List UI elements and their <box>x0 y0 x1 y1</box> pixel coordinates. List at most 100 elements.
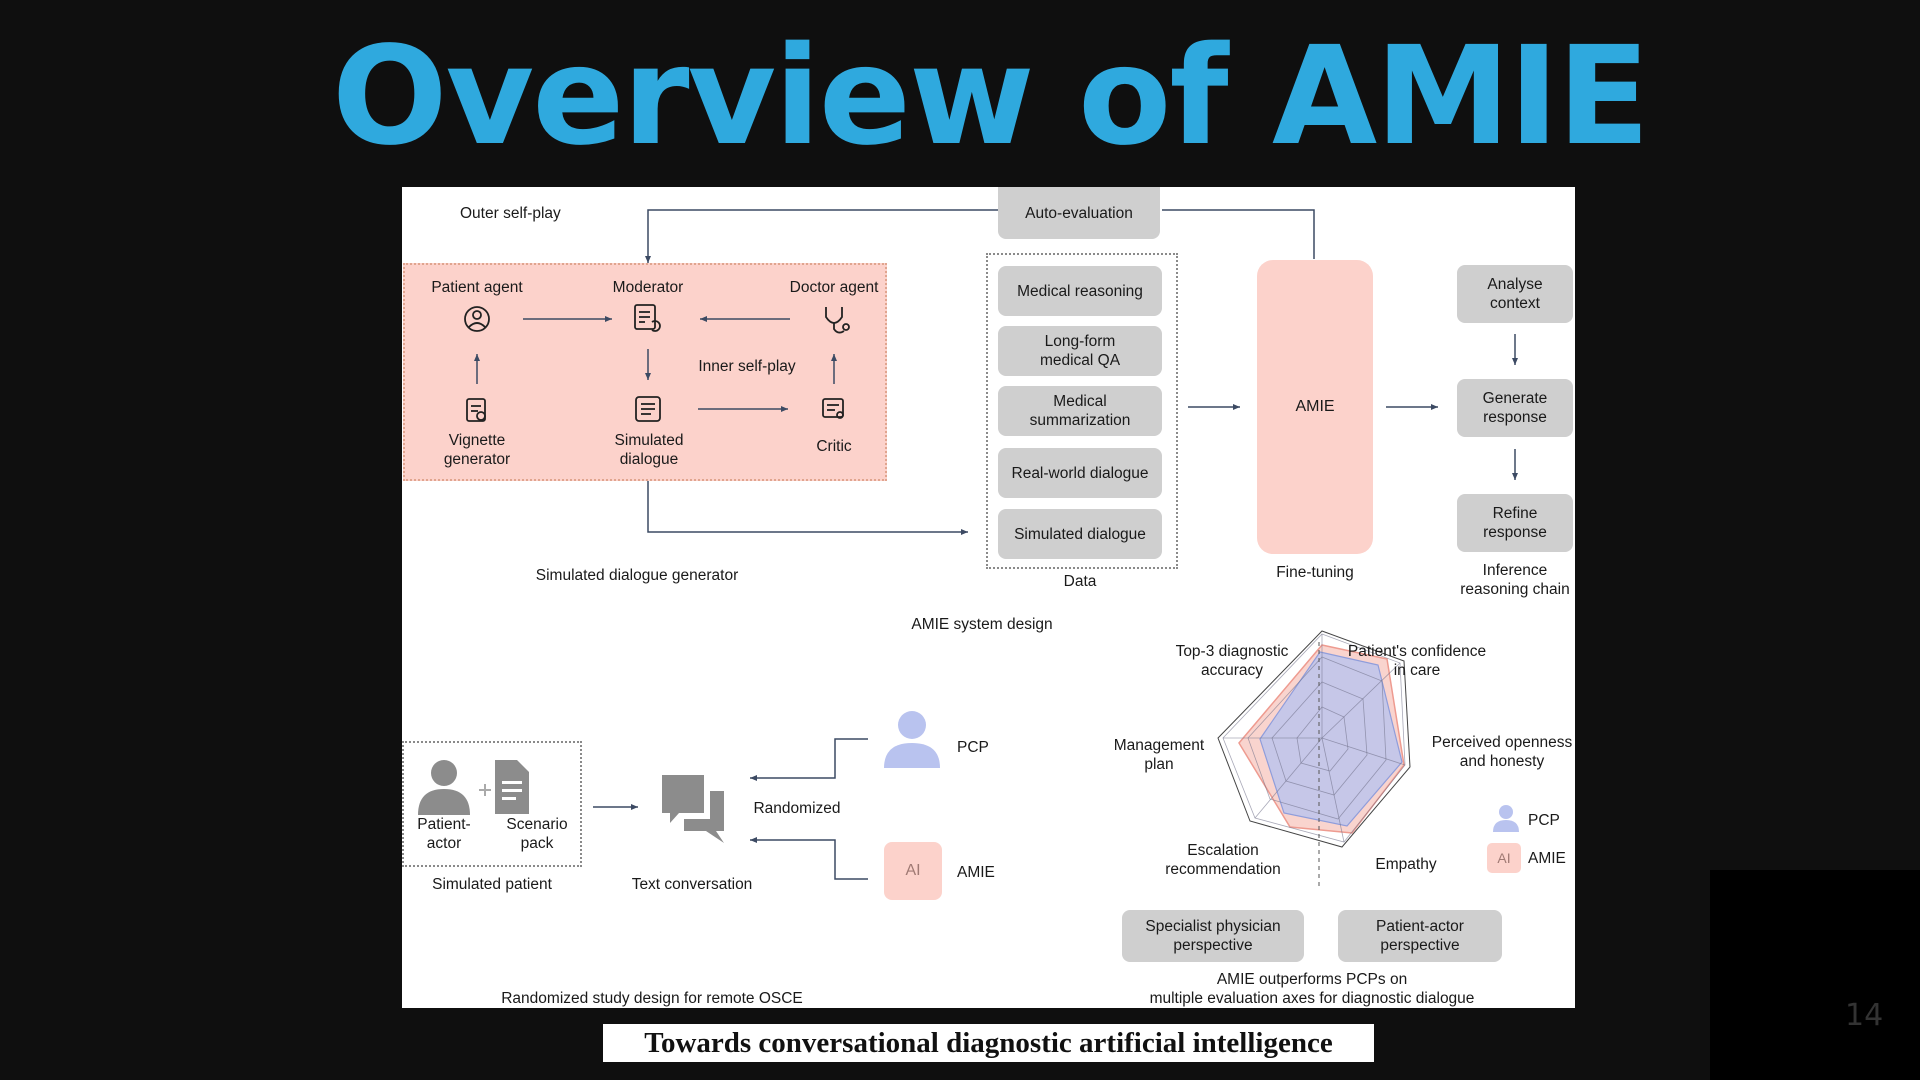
vignette-generator-icon <box>466 398 486 422</box>
data-item-medical-reasoning: Medical reasoning <box>998 266 1162 316</box>
simulated-dialogue-generator-label: Simulated dialogue generator <box>535 567 739 584</box>
legend-amie-label: AMIE <box>1528 850 1566 867</box>
simulated-line1: Simulated <box>614 432 684 449</box>
specialist-perspective-box: Specialist physician perspective <box>1122 910 1304 962</box>
vignette-line2: generator <box>443 451 511 468</box>
legend-ai-label: AI <box>1497 850 1511 866</box>
radar-footer-line2: multiple evaluation axes for diagnostic … <box>1149 990 1475 1007</box>
scenario-pack-icon <box>495 760 529 814</box>
radar-chart <box>1217 630 1411 887</box>
randomized-label: Randomized <box>753 800 841 817</box>
inference-label: response <box>1483 524 1547 541</box>
vignette-line1: Vignette <box>448 432 506 449</box>
radar-footer-line1: AMIE outperforms PCPs on <box>1216 971 1408 988</box>
axis-line2: and honesty <box>1459 753 1545 770</box>
axis-line1: Escalation <box>1187 842 1259 859</box>
amie-ai-badge: AI <box>884 842 942 900</box>
radar-axis-perceived-openness: Perceived openness and honesty <box>1427 733 1575 771</box>
axis-line1: Top-3 diagnostic <box>1175 643 1289 660</box>
patient-agent-icon <box>464 306 490 332</box>
amie-model-block: AMIE <box>1257 260 1373 554</box>
amie-label: AMIE <box>957 864 995 881</box>
stethoscope-icon <box>825 307 850 334</box>
data-item-label: Long-form <box>1044 333 1116 350</box>
axis-line2: in care <box>1393 662 1441 679</box>
scenario-line1: Scenario <box>506 816 568 833</box>
pcp-label: PCP <box>957 739 989 756</box>
specialist-line1: Specialist physician <box>1145 918 1281 935</box>
ai-badge-label: AI <box>905 862 921 879</box>
axis-line2: accuracy <box>1200 662 1264 679</box>
simulated-dialogue-label: Simulated dialogue <box>589 431 709 469</box>
amie-model-label: AMIE <box>1295 398 1335 415</box>
patient-actor-perspective-line1: Patient-actor <box>1376 918 1464 935</box>
corner-panel <box>1710 870 1920 1080</box>
inference-label: Analyse <box>1487 276 1543 293</box>
legend-amie-badge: AI <box>1487 843 1521 873</box>
inference-refine-response: Refine response <box>1457 494 1573 552</box>
radar-axis-escalation: Escalation recommendation <box>1148 841 1298 879</box>
simulated-patient-region <box>402 741 582 867</box>
axis-line1: Patient's confidence <box>1347 643 1487 660</box>
fine-tuning-label: Fine-tuning <box>1276 564 1354 581</box>
text-conversation-label: Text conversation <box>631 876 753 893</box>
inner-self-play-label: Inner self-play <box>698 358 796 375</box>
simulated-patient-label: Simulated patient <box>432 876 552 893</box>
specialist-line2: perspective <box>1173 937 1253 954</box>
patient-agent-label: Patient agent <box>431 279 523 296</box>
inference-analyse-context: Analyse context <box>1457 265 1573 323</box>
inference-chain-line1: Inference <box>1482 562 1548 579</box>
slide-title: Overview of AMIE <box>331 18 1650 176</box>
radar-axis-top3-accuracy: Top-3 diagnostic accuracy <box>1152 642 1312 680</box>
data-item-label: Medical <box>1053 393 1107 410</box>
patient-actor-label: Patient- actor <box>404 815 484 853</box>
vignette-generator-label: Vignette generator <box>417 431 537 469</box>
scenario-pack-label: Scenario pack <box>497 815 577 853</box>
radar-axis-management-plan: Management plan <box>1104 736 1214 774</box>
data-label: Data <box>1063 573 1097 590</box>
radar-axis-patient-confidence: Patient's confidence in care <box>1327 642 1507 680</box>
slide-caption: Towards conversational diagnostic artifi… <box>603 1024 1374 1062</box>
chat-bubbles-icon <box>662 775 724 843</box>
pcp-person-icon <box>884 711 940 768</box>
connector-lines <box>418 209 1519 887</box>
inference-label: Generate <box>1482 390 1548 407</box>
auto-evaluation-label: Auto-evaluation <box>1025 204 1133 222</box>
inference-label: response <box>1483 409 1547 426</box>
auto-evaluation-box: Auto-evaluation <box>998 187 1160 239</box>
inference-generate-response: Generate response <box>1457 379 1573 437</box>
legend-pcp-icon <box>1493 805 1519 832</box>
simulated-dialogue-icon <box>635 396 661 422</box>
data-item-medical-summarization: Medical summarization <box>998 386 1162 436</box>
doctor-agent-label: Doctor agent <box>789 279 879 296</box>
axis-line1: Perceived openness <box>1431 734 1573 751</box>
patient-actor-line1: Patient- <box>417 816 471 833</box>
inference-chain-label: Inference reasoning chain <box>1450 561 1575 599</box>
inference-label: Refine <box>1492 505 1538 522</box>
simulated-line2: dialogue <box>619 451 679 468</box>
scenario-line2: pack <box>520 835 554 852</box>
study-design-label: Randomized study design for remote OSCE <box>501 990 803 1007</box>
critic-label: Critic <box>816 438 852 455</box>
outer-self-play-label: Outer self-play <box>460 205 561 222</box>
moderator-label: Moderator <box>612 279 684 296</box>
patient-actor-icon <box>418 760 470 815</box>
amie-overview-figure: Outer self-play Auto-evaluation Patient … <box>402 187 1575 1008</box>
critic-icon <box>822 398 844 419</box>
data-item-real-world-dialogue: Real-world dialogue <box>998 448 1162 498</box>
page-number: 14 <box>1845 998 1884 1033</box>
inference-label: context <box>1490 295 1540 312</box>
data-item-simulated-dialogue: Simulated dialogue <box>998 509 1162 559</box>
inner-self-play-region <box>403 263 887 481</box>
data-item-label: Simulated dialogue <box>1014 525 1146 543</box>
radar-axis-empathy: Empathy <box>1375 856 1437 873</box>
data-item-label: Real-world dialogue <box>1011 464 1149 482</box>
system-design-label: AMIE system design <box>911 616 1053 633</box>
inference-chain-line2: reasoning chain <box>1460 581 1570 598</box>
axis-line2: plan <box>1144 756 1174 773</box>
data-region <box>986 253 1178 569</box>
data-item-label: summarization <box>1029 412 1131 429</box>
plus-icon <box>479 784 491 796</box>
